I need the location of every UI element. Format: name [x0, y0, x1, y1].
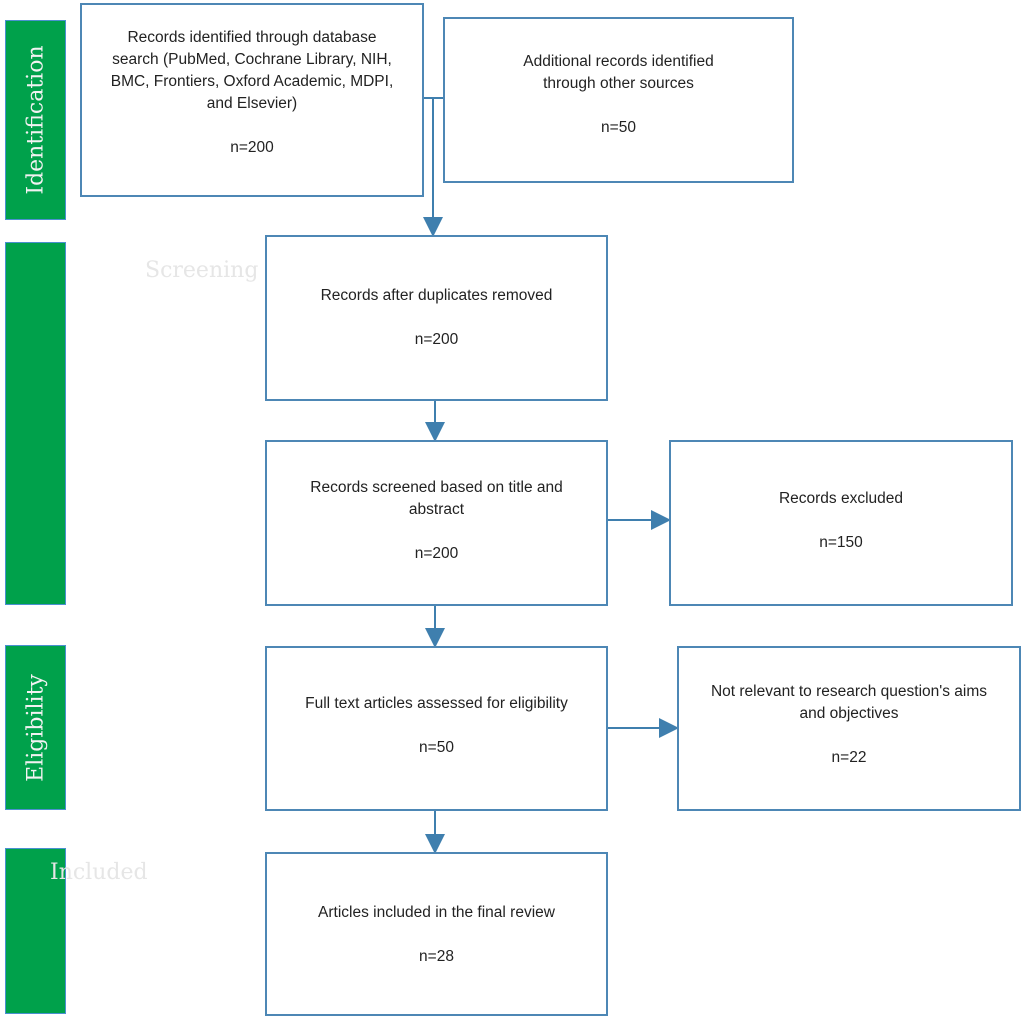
stage-label-screening: Screening [145, 258, 259, 283]
stage-eligibility: Eligibility [5, 645, 66, 810]
box-count: n=28 [419, 948, 454, 965]
box-text: Records screened based on title and abst… [310, 479, 563, 518]
stage-screening [5, 242, 66, 605]
box-count: n=50 [601, 119, 636, 136]
box-text: Records identified through database sear… [110, 29, 394, 112]
box-count: n=200 [414, 545, 459, 562]
box-not-relevant: Not relevant to research question's aims… [677, 646, 1021, 811]
box-text: Articles included in the final review [318, 904, 555, 921]
box-count: n=200 [230, 139, 274, 156]
box-count: n=50 [419, 739, 454, 756]
box-count: n=22 [831, 749, 867, 766]
box-excluded: Records excluded n=150 [669, 440, 1013, 606]
box-text: Records after duplicates removed [320, 287, 553, 304]
box-count: n=200 [414, 331, 459, 348]
stage-label-included: Included [50, 860, 148, 885]
box-text: Full text articles assessed for eligibil… [305, 695, 568, 712]
box-other-records: Additional records identified through ot… [443, 17, 794, 183]
box-text: Records excluded [778, 490, 904, 507]
box-screened: Records screened based on title and abst… [265, 440, 608, 606]
box-fulltext-assessed: Full text articles assessed for eligibil… [265, 646, 608, 811]
stage-included [5, 848, 66, 1014]
box-count: n=150 [819, 534, 863, 551]
stage-identification: Identification [5, 20, 66, 220]
box-duplicates-removed: Records after duplicates removed n=200 [265, 235, 608, 401]
box-text: Not relevant to research question's aims… [710, 683, 988, 722]
box-included: Articles included in the final review n=… [265, 852, 608, 1016]
box-database-records: Records identified through database sear… [80, 3, 424, 197]
box-text: Additional records identified through ot… [523, 53, 714, 92]
